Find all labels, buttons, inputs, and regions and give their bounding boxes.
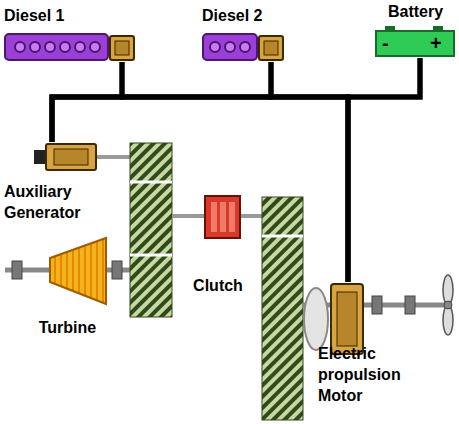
power-wire bbox=[52, 62, 122, 142]
component-label: Diesel 2 bbox=[202, 6, 288, 27]
terminal-sign: + bbox=[430, 33, 442, 53]
battery-symbol bbox=[376, 26, 454, 56]
gear-train bbox=[130, 143, 172, 317]
component-label: Battery bbox=[388, 2, 456, 23]
component-label: Turbine bbox=[5, 318, 130, 339]
component-label: Clutch bbox=[180, 276, 256, 297]
power-wire bbox=[52, 58, 420, 142]
diesel-engine bbox=[203, 34, 283, 60]
gear-train bbox=[262, 197, 303, 420]
power-wire bbox=[348, 58, 420, 282]
component-node: Battery bbox=[368, 2, 456, 58]
component-label: Auxiliary Generator bbox=[4, 182, 108, 224]
component-label: Electric propulsion Motor bbox=[318, 344, 408, 406]
diesel-engine bbox=[5, 34, 134, 60]
component-node: Auxiliary Generator bbox=[4, 142, 108, 224]
component-node: Diesel 1 bbox=[4, 6, 136, 62]
motor-symbol bbox=[303, 275, 453, 354]
component-node: Clutch bbox=[180, 192, 256, 297]
component-node: Electric propulsion Motor bbox=[316, 282, 408, 406]
terminal-sign: - bbox=[382, 33, 389, 53]
generator-symbol bbox=[34, 144, 130, 170]
turbine-symbol bbox=[5, 238, 130, 304]
component-node: Turbine bbox=[5, 236, 130, 339]
component-label: Diesel 1 bbox=[4, 6, 136, 27]
clutch-symbol bbox=[172, 196, 262, 238]
power-wire bbox=[52, 62, 271, 142]
component-node: Diesel 2 bbox=[200, 6, 288, 62]
